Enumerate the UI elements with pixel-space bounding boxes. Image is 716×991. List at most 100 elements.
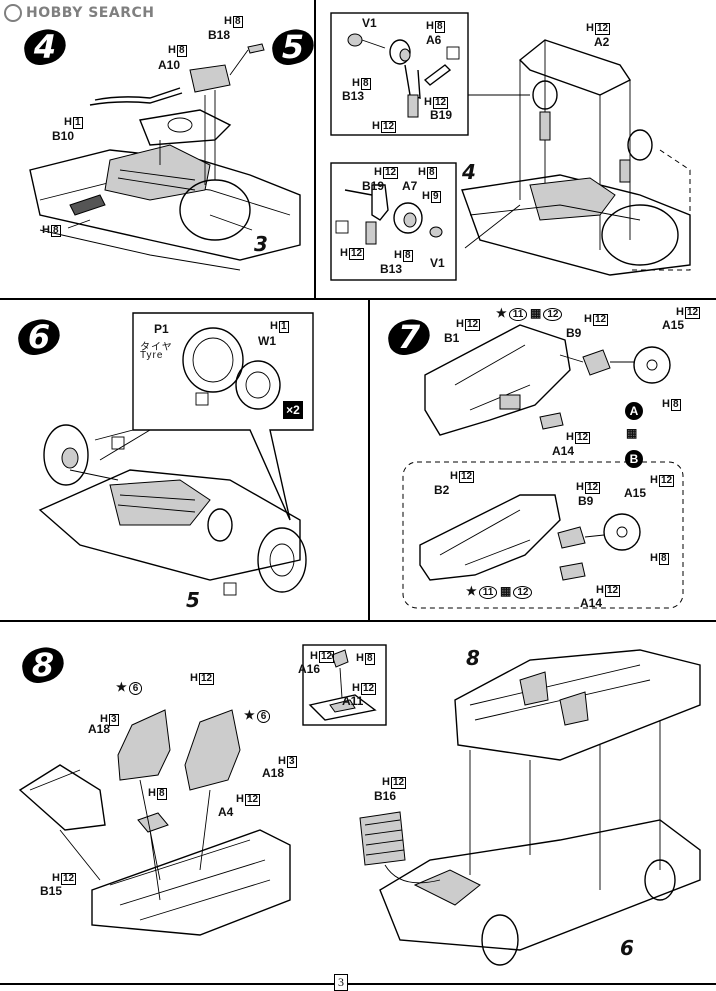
- tyre-label-jp: タイヤ: [140, 342, 173, 353]
- part-b13: B13: [342, 89, 365, 103]
- paint-6-callout: ★6: [244, 708, 271, 723]
- ref-step-5: 5: [186, 588, 200, 612]
- step-5-number: 5: [281, 28, 305, 66]
- paint-12-callout: ▦12: [530, 306, 563, 321]
- part-a15: A15: [662, 318, 685, 332]
- paint-12-callout: ▦12: [500, 584, 533, 599]
- part-b13: B13: [380, 262, 403, 276]
- part-b9: B9: [566, 326, 582, 340]
- step-6-number: 6: [27, 318, 51, 356]
- step-7-number: 7: [397, 318, 421, 356]
- part-a14: A14: [580, 596, 603, 610]
- part-b18: B18: [208, 28, 231, 42]
- part-b1: B1: [444, 331, 460, 345]
- step4-assembly-drawing: [29, 43, 301, 271]
- step5-main-drawing: [461, 39, 691, 276]
- step8-inset-frame: [302, 644, 387, 726]
- part-w1: W1: [258, 334, 276, 348]
- step5-inset-1-drawing: [347, 33, 460, 118]
- variant-b-label: B: [625, 450, 643, 468]
- variant-a-label: A: [625, 402, 643, 420]
- part-b15: B15: [40, 884, 63, 898]
- ref-step-3: 3: [254, 232, 268, 256]
- part-a18: A18: [88, 722, 111, 736]
- quantity-x2-badge: ×2: [283, 401, 303, 419]
- part-a10: A10: [158, 58, 181, 72]
- step5-inset-1-frame: [330, 12, 469, 136]
- part-a18: A18: [262, 766, 285, 780]
- paint-6-callout: ★6: [116, 680, 143, 695]
- part-a2: A2: [594, 35, 610, 49]
- watermark-text: HOBBY SEARCH: [26, 5, 155, 21]
- step-8-number: 8: [31, 646, 55, 684]
- divider-bottom-horizontal: [0, 983, 716, 985]
- part-b19: B19: [430, 108, 453, 122]
- part-a4: A4: [218, 805, 234, 819]
- divider-mid-horizontal: [0, 298, 716, 300]
- part-a16: A16: [298, 662, 321, 676]
- step6-callout-frame: [132, 312, 314, 521]
- tyre-label-en: Tyre: [140, 350, 164, 361]
- part-b10: B10: [52, 129, 75, 143]
- step-4-number: 4: [33, 28, 57, 66]
- part-a14: A14: [552, 444, 575, 458]
- part-b2: B2: [434, 483, 450, 497]
- step8-left-drawing: [18, 709, 291, 936]
- step6-drawing: [38, 327, 307, 596]
- decal-symbol: ▦: [626, 426, 638, 440]
- part-b16: B16: [374, 789, 397, 803]
- step-4-badge: 4: [20, 26, 70, 68]
- hobbysearch-logo-icon: [4, 4, 22, 22]
- divider-lower-horizontal: [0, 620, 716, 622]
- step5-inset-2-frame: [330, 162, 457, 281]
- ref-step-6: 6: [620, 936, 634, 960]
- page-number: 3: [334, 974, 348, 991]
- step-7-badge: 7: [384, 316, 434, 358]
- step8-inset-drawing: [308, 649, 377, 721]
- part-a15: A15: [624, 486, 647, 500]
- divider-top-vertical: [314, 0, 316, 298]
- part-a6: A6: [426, 33, 442, 47]
- hobbysearch-watermark: HOBBY SEARCH: [4, 4, 154, 22]
- step-6-badge: 6: [14, 316, 64, 358]
- divider-mid-vertical: [368, 298, 370, 620]
- part-b9: B9: [578, 494, 594, 508]
- part-b19: B19: [362, 179, 385, 193]
- step-8-badge: 8: [18, 644, 68, 686]
- part-a7: A7: [402, 179, 418, 193]
- step7-variant-b-drawing: [419, 494, 641, 581]
- ref-step-8: 8: [466, 646, 480, 670]
- step7-variant-a-drawing: [424, 324, 671, 436]
- step5-inset-2-drawing: [335, 184, 443, 245]
- part-v1: V1: [430, 256, 445, 270]
